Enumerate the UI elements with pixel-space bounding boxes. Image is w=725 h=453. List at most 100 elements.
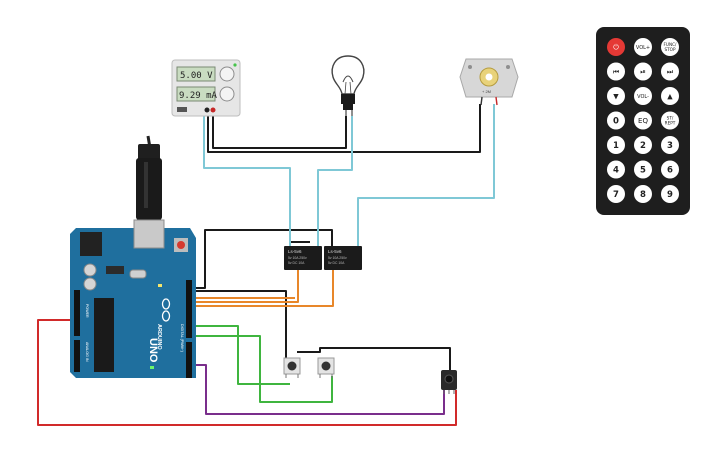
- wire-cyan-motor-to-relay2[interactable]: [357, 104, 495, 246]
- power-button[interactable]: ⏻: [607, 38, 625, 56]
- wire-black-gnd-to-buttons[interactable]: [195, 290, 287, 360]
- digit-4-button[interactable]: 4: [607, 160, 625, 179]
- relay-1[interactable]: Ls-5v6 5v 10A 250v 5v DC 10A: [284, 246, 322, 270]
- play-pause-button-label: ⏯: [640, 68, 646, 76]
- wire-black-buttons-to-ir[interactable]: [297, 347, 451, 372]
- ir-remote[interactable]: ⏻ VOL+ FUNC/STOP ⏮ ⏯ ⏭ ▼ VOL- ▲ 0 EQ ST/REPT 1 2 3 4 5 6 7…: [596, 27, 690, 215]
- relay-1-line3: 5v DC 10A: [288, 261, 305, 265]
- wire-black-ps-to-motor[interactable]: [207, 104, 481, 153]
- wire-black-ps-to-bulb[interactable]: [212, 112, 347, 149]
- arduino-uno[interactable]: ARDUINO UNO DIGITAL (PWM~) POWER ANALOG …: [70, 135, 196, 378]
- digit-9-button[interactable]: 9: [661, 185, 679, 203]
- wire-orange-pin-relay2[interactable]: [190, 270, 334, 307]
- func-stop-button-label: STOP: [664, 47, 676, 52]
- vol-up-button-label: VOL+: [636, 45, 650, 51]
- wire-black-arduino-to-relay[interactable]: [195, 229, 333, 289]
- usb-cable: [136, 135, 162, 220]
- wires: [37, 104, 495, 426]
- arduino-model-label: UNO: [147, 338, 159, 363]
- power-switch[interactable]: [177, 107, 187, 112]
- wire-green-pin-button2[interactable]: [190, 335, 333, 403]
- analog-header[interactable]: [74, 340, 80, 372]
- relay-2[interactable]: Ls-5v6 5v 10A 250v 5v DC 10A: [324, 246, 362, 270]
- power-header[interactable]: [74, 290, 80, 336]
- power-supply[interactable]: 5.00 V 9.29 mA: [171, 59, 241, 117]
- up-button[interactable]: ▲: [661, 87, 679, 105]
- prev-button[interactable]: ⏮: [607, 62, 625, 81]
- eq-button-label: EQ: [638, 117, 648, 125]
- relay-2-line3: 5v DC 10A: [328, 261, 345, 265]
- power-button-label: ⏻: [613, 43, 619, 51]
- digit-2-button[interactable]: 2: [634, 136, 652, 154]
- play-pause-button[interactable]: ⏯: [634, 62, 652, 81]
- digit-1-button-label: 1: [613, 141, 619, 151]
- digit-3-button-label: 3: [667, 141, 673, 151]
- usb-port: [133, 219, 165, 249]
- digit-6-button[interactable]: 6: [661, 160, 679, 179]
- digit-8-button-label: 8: [640, 190, 646, 200]
- arduino-brand-label: ARDUINO: [156, 324, 162, 350]
- digit-4-button-label: 4: [613, 165, 619, 175]
- st-rept-button-label: REPT: [665, 120, 676, 125]
- st-rept-button-label: ST/: [667, 116, 674, 121]
- push-button-1[interactable]: [283, 357, 301, 378]
- wire-purple-pin-ir[interactable]: [190, 364, 445, 415]
- power-label: POWER: [85, 304, 89, 318]
- wire-cyan-ps-to-relay1[interactable]: [203, 112, 291, 246]
- terminal-negative[interactable]: [204, 107, 210, 113]
- down-button[interactable]: ▼: [607, 87, 625, 105]
- analog-label: ANALOG IN: [85, 342, 89, 362]
- digit-8-button[interactable]: 8: [634, 185, 652, 203]
- wire-cyan-bulb-to-relay1[interactable]: [317, 116, 353, 246]
- prev-button-label: ⏮: [613, 68, 619, 76]
- voltage-knob[interactable]: [219, 66, 235, 82]
- up-button-label: ▲: [667, 92, 673, 100]
- atmega-chip: [94, 298, 114, 372]
- vol-down-button[interactable]: VOL-: [634, 87, 652, 105]
- next-button[interactable]: ⏭: [661, 62, 679, 81]
- current-readout: 9.29 mA: [179, 91, 218, 101]
- arduino-logo: [161, 298, 171, 322]
- current-display: [176, 86, 216, 102]
- terminal-positive[interactable]: [210, 107, 216, 113]
- vol-down-button-label: VOL-: [637, 94, 649, 100]
- digit-5-button[interactable]: 5: [634, 160, 652, 179]
- next-button-label: ⏭: [667, 68, 674, 76]
- relay-1-line2: 5v 10A 250v: [288, 256, 307, 260]
- digit-2-button-label: 2: [640, 141, 646, 151]
- digit-1-button[interactable]: 1: [607, 136, 625, 154]
- ir-receiver[interactable]: [441, 370, 457, 394]
- func-stop-button[interactable]: FUNC/STOP: [661, 38, 679, 56]
- power-jack: [80, 232, 102, 256]
- status-led: [233, 63, 237, 67]
- st-rept-button[interactable]: ST/REPT: [661, 111, 679, 130]
- current-knob[interactable]: [219, 86, 235, 102]
- digit-0-button-label: 0: [613, 116, 619, 126]
- wire-black-relay-gnd[interactable]: [289, 241, 310, 246]
- light-bulb[interactable]: [331, 55, 365, 116]
- vol-up-button[interactable]: VOL+: [634, 38, 652, 56]
- relay-2-line1: Ls-5v6: [328, 249, 342, 254]
- eq-button[interactable]: EQ: [634, 111, 652, 130]
- wire-orange-pin-relay1[interactable]: [190, 270, 299, 303]
- digit-0-button[interactable]: 0: [607, 111, 625, 130]
- digit-7-button[interactable]: 7: [607, 185, 625, 203]
- digit-9-button-label: 9: [667, 190, 673, 200]
- push-button-2[interactable]: [317, 357, 335, 378]
- digit-3-button[interactable]: 3: [661, 136, 679, 154]
- voltage-readout: 5.00 V: [180, 71, 213, 81]
- dc-motor[interactable]: + 2M: [459, 58, 519, 106]
- digit-5-button-label: 5: [640, 165, 646, 175]
- digital-header[interactable]: [186, 280, 192, 378]
- digit-6-button-label: 6: [667, 165, 673, 175]
- func-stop-button-label: FUNC/: [664, 42, 678, 47]
- down-button-label: ▼: [613, 92, 619, 100]
- remote-buttons: ⏻ VOL+ FUNC/STOP ⏮ ⏯ ⏭ ▼ VOL- ▲ 0 EQ ST/REPT 1 2 3 4 5 6 7…: [607, 38, 679, 203]
- wire-red-5v-to-ir[interactable]: [37, 319, 457, 426]
- digital-label: DIGITAL (PWM~): [180, 324, 184, 352]
- voltage-display: [176, 66, 216, 82]
- digit-7-button-label: 7: [613, 190, 619, 200]
- relay-2-line2: 5v 10A 250v: [328, 256, 347, 260]
- wire-green-pin-button1[interactable]: [190, 325, 290, 385]
